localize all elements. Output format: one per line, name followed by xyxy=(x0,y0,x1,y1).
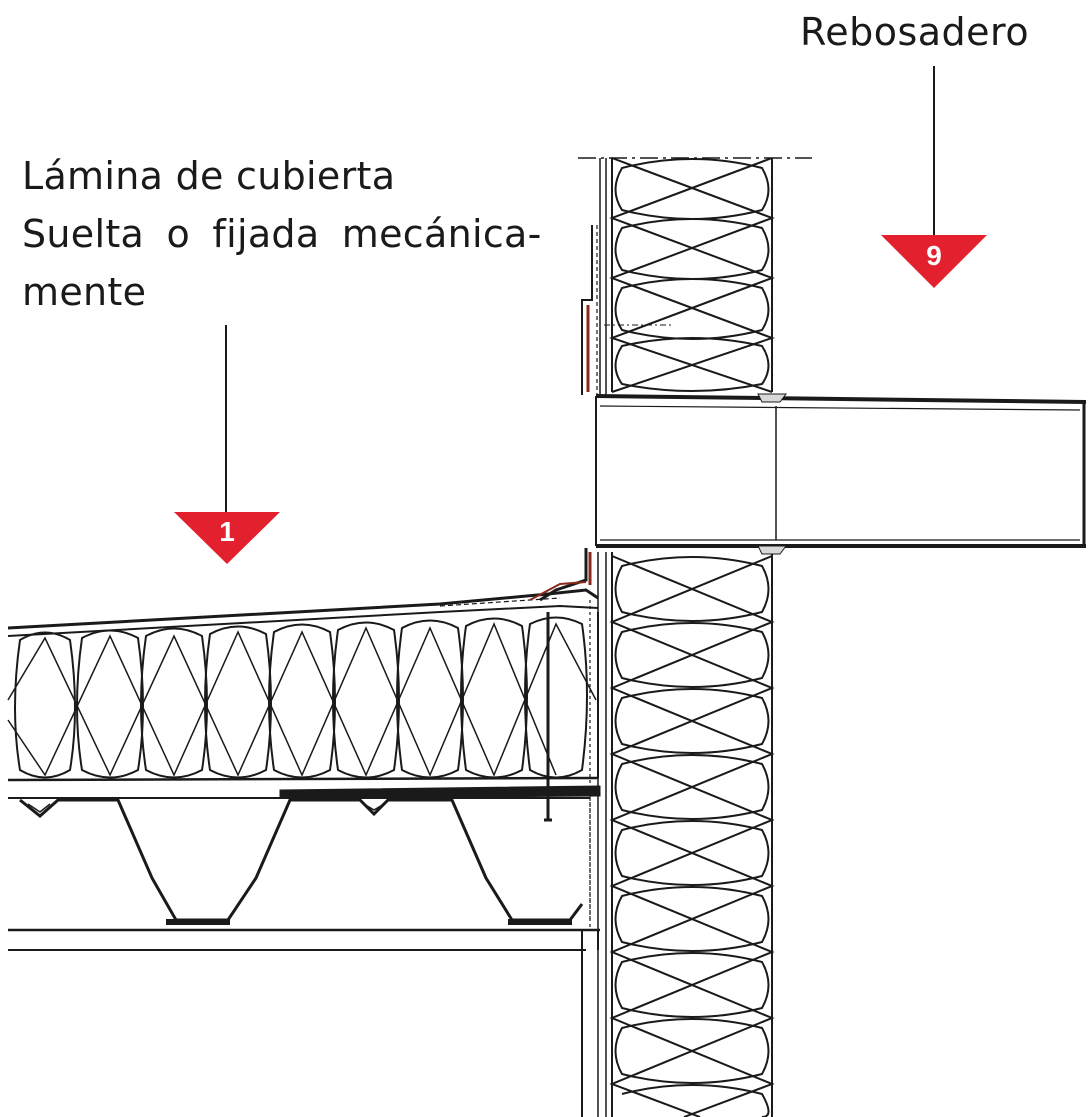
roof-membrane-layers xyxy=(7,581,599,637)
marker-9: 9 xyxy=(881,235,987,288)
wall-facing-layers xyxy=(581,158,607,1117)
wall-upper-insulation xyxy=(609,157,775,393)
roof-membrane-label: Lámina de cubierta Suelta o fijada mecán… xyxy=(22,147,542,321)
roof-insulation xyxy=(7,612,599,822)
roof-membrane-label-line2: Suelta o fijada mecánica- xyxy=(22,212,542,256)
scupper-overflow-pipe xyxy=(595,393,1087,555)
upstand-membrane xyxy=(539,225,672,602)
marker-1-number: 1 xyxy=(219,516,235,547)
marker-9-number: 9 xyxy=(926,240,942,271)
steel-deck xyxy=(8,785,601,925)
wall-lower-insulation xyxy=(609,552,775,1117)
marker-1-triangle xyxy=(174,512,280,564)
marker-9-triangle xyxy=(881,235,987,288)
roof-membrane-label-line3: mente xyxy=(22,270,147,314)
roof-membrane-label-line1: Lámina de cubierta xyxy=(22,154,396,198)
bottom-structure xyxy=(8,928,600,951)
overflow-label: Rebosadero xyxy=(800,10,1030,54)
marker-1: 1 xyxy=(174,512,280,564)
